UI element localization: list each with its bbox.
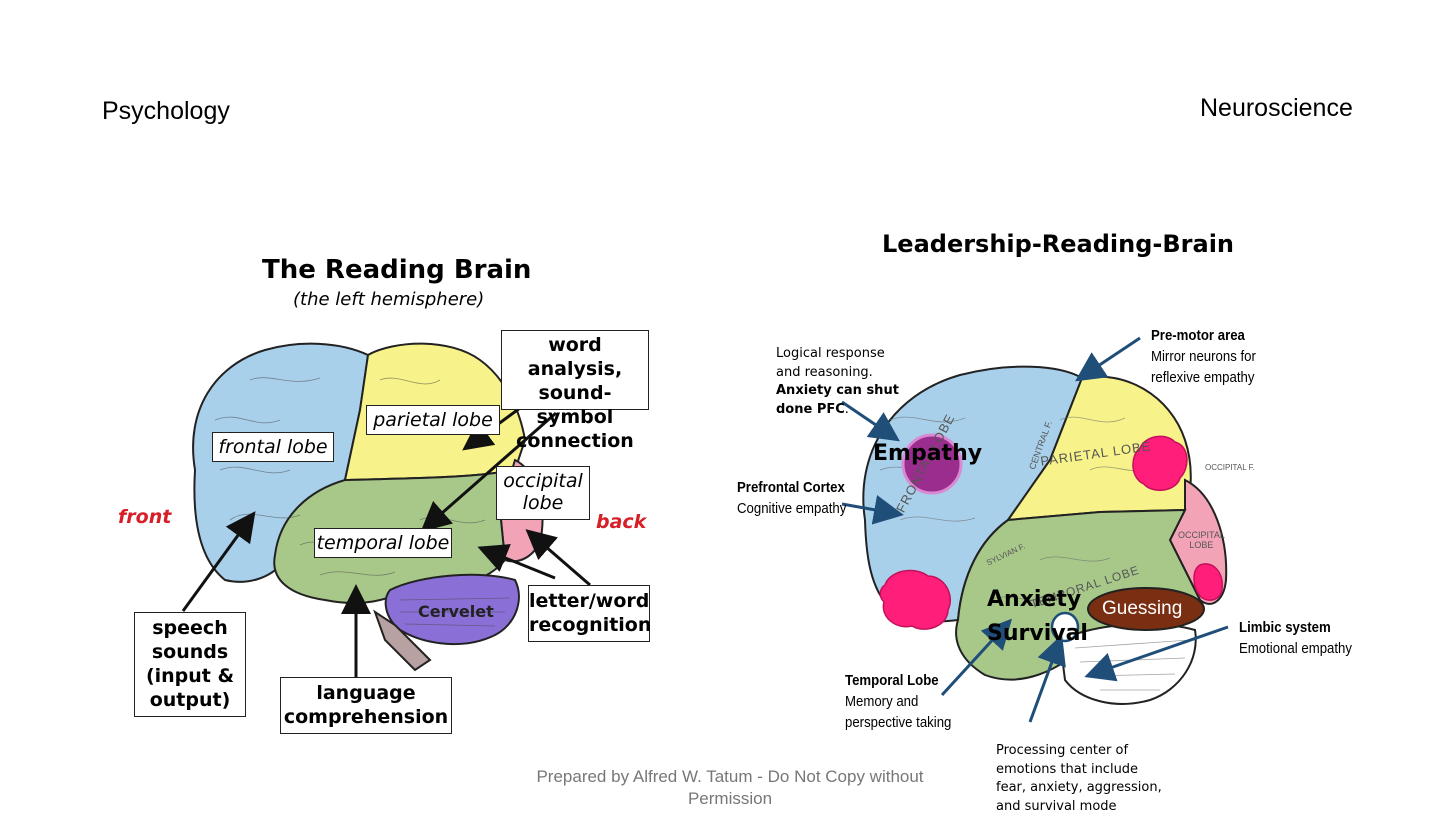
note-temporal-line1: Memory and — [845, 693, 919, 710]
note-logical-period: . — [844, 401, 849, 417]
hotspot-parietal — [1132, 435, 1188, 491]
box-speech-line3: (input & — [145, 665, 235, 687]
label-temporal-lobe: temporal lobe — [314, 528, 452, 558]
arrow-letter-to-temporal — [477, 544, 556, 580]
note-logical-line3: Anxiety can shut — [776, 383, 899, 398]
footer-copyright: Prepared by Alfred W. Tatum - Do Not Cop… — [520, 766, 940, 810]
leadership-brain-title: Leadership-Reading-Brain — [882, 230, 1235, 258]
box-word-analysis-line2: sound-symbol — [536, 382, 614, 428]
footer-line2: Permission — [687, 789, 773, 808]
note-logical-line4: done PFC — [776, 401, 845, 417]
empathy-circle — [901, 433, 963, 495]
box-speech-line4: output) — [149, 689, 231, 711]
hotspot-occipital — [1193, 563, 1223, 601]
arrow-letter-to-occipital — [525, 529, 591, 587]
guessing-oval — [1087, 587, 1205, 631]
arrow-processing — [1028, 634, 1066, 723]
label-survival: Survival — [987, 621, 1088, 646]
footer-line1: Prepared by Alfred W. Tatum - Do Not Cop… — [536, 767, 924, 786]
box-letter-word-line2: recognition — [529, 614, 652, 636]
label-parietal-lobe: parietal lobe — [366, 405, 500, 435]
note-prefrontal-title: Prefrontal Cortex — [737, 479, 845, 496]
note-limbic-title: Limbic system — [1239, 619, 1331, 636]
arrow-prefrontal — [841, 495, 904, 525]
label-back: back — [596, 511, 647, 533]
note-processing-line4: and survival mode — [996, 798, 1117, 814]
label-frontal-lobe: frontal lobe — [212, 432, 334, 462]
label-empathy: Empathy — [873, 441, 983, 466]
box-language-line1: language — [316, 682, 416, 704]
arrow-temporal — [940, 618, 1013, 697]
box-speech-line2: sounds — [151, 641, 229, 663]
arrow-premotor — [1075, 336, 1141, 382]
box-speech-line1: speech — [152, 617, 228, 639]
note-prefrontal: Prefrontal Cortex Cognitive empathy — [737, 477, 846, 519]
hotspot-frontal — [879, 569, 951, 630]
inner-label-occipital-f: OCCIPITAL F. — [1205, 463, 1255, 472]
note-logical-response: Logical response and reasoning. Anxiety … — [776, 345, 899, 419]
box-language-line2: comprehension — [283, 706, 449, 728]
note-limbic-line1: Emotional empathy — [1239, 640, 1352, 657]
reading-brain-subtitle: (the left hemisphere) — [293, 289, 485, 310]
label-occipital-line2: lobe — [522, 492, 564, 514]
note-premotor-line2: reflexive empathy — [1151, 369, 1255, 386]
note-premotor: Pre-motor area Mirror neurons for reflex… — [1151, 325, 1256, 388]
right-brain — [862, 365, 1228, 705]
label-front: front — [118, 506, 172, 528]
label-cerebellum: Cervelet — [418, 602, 494, 621]
box-speech-sounds: speech sounds (input & output) — [134, 612, 246, 717]
inner-label-occipital-lobe-1: OCCIPITAL — [1178, 530, 1225, 540]
box-language-comprehension: language comprehension — [280, 677, 452, 734]
label-occipital-line1: occipital — [503, 470, 583, 492]
note-prefrontal-line1: Cognitive empathy — [737, 500, 847, 517]
note-premotor-title: Pre-motor area — [1151, 327, 1245, 344]
inner-label-occipital-lobe: OCCIPITAL LOBE — [1178, 530, 1225, 550]
note-processing-line2: emotions that include — [996, 761, 1139, 777]
arrow-speech-to-frontal — [181, 511, 256, 612]
note-logical-line1: Logical response — [776, 346, 885, 361]
header-psychology: Psychology — [102, 97, 230, 125]
arrow-logical-to-empathy — [841, 400, 900, 442]
header-neuroscience: Neuroscience — [1200, 94, 1353, 122]
inner-label-occipital-lobe-2: LOBE — [1189, 540, 1214, 550]
box-word-analysis-line3: connection — [516, 430, 634, 452]
note-premotor-line1: Mirror neurons for — [1151, 348, 1256, 365]
label-guessing: Guessing — [1102, 598, 1183, 619]
note-temporal-line2: perspective taking — [845, 714, 952, 731]
note-logical-line2: and reasoning. — [776, 364, 873, 380]
box-letter-word: letter/word recognition — [528, 585, 652, 642]
note-temporal: Temporal Lobe Memory and perspective tak… — [845, 670, 951, 733]
box-letter-word-line1: letter/word — [529, 590, 650, 612]
box-word-analysis: word analysis, sound-symbol connection — [501, 330, 649, 452]
left-brainstem — [373, 609, 432, 672]
label-anxiety: Anxiety — [987, 587, 1082, 612]
box-word-analysis-line1: word analysis, — [527, 334, 623, 380]
arrow-word-to-temporal — [420, 411, 557, 532]
note-processing-line3: fear, anxiety, aggression, — [996, 780, 1162, 795]
label-occipital-lobe: occipital lobe — [496, 466, 590, 520]
note-processing-center: Processing center of emotions that inclu… — [996, 742, 1162, 816]
note-temporal-title: Temporal Lobe — [845, 672, 939, 689]
note-limbic: Limbic system Emotional empathy — [1239, 617, 1352, 659]
reading-brain-title: The Reading Brain — [262, 255, 532, 285]
arrow-limbic — [1084, 625, 1229, 682]
note-processing-line1: Processing center of — [996, 743, 1129, 758]
